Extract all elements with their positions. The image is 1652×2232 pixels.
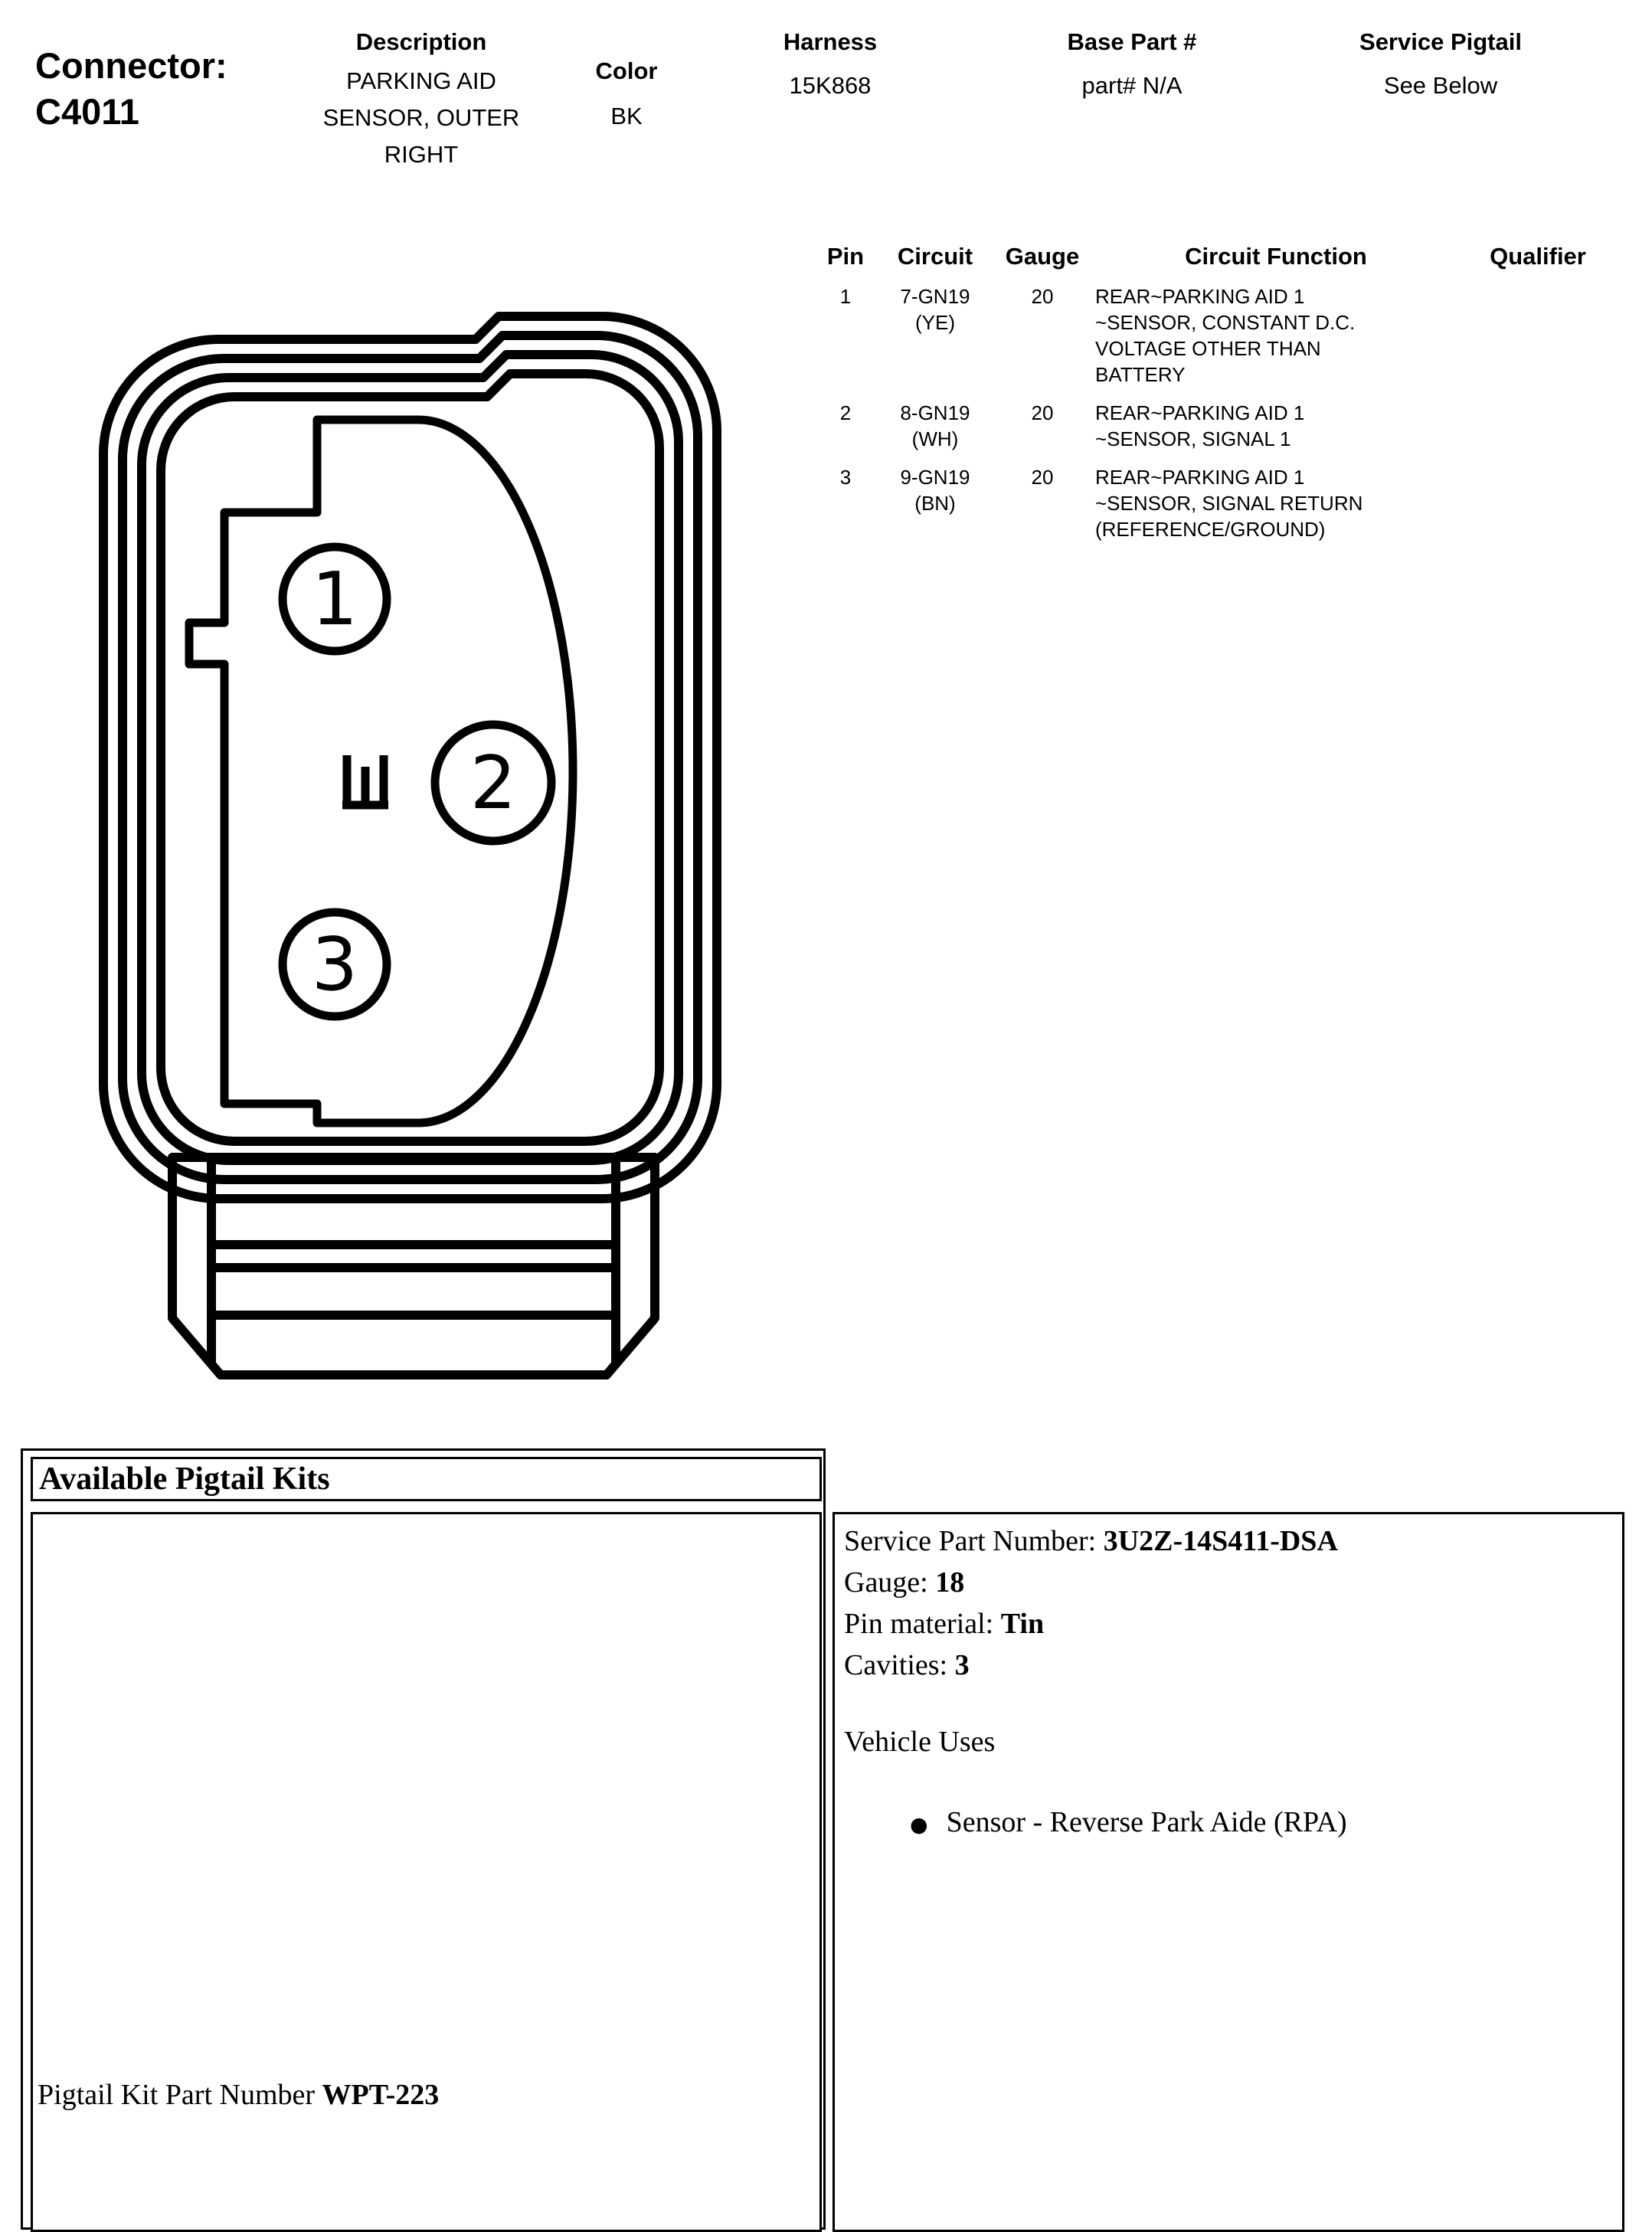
- pin-table: Pin Circuit Gauge Circuit Function Quali…: [813, 242, 1616, 542]
- gauge-line: Gauge: 18: [844, 1562, 1613, 1603]
- pigtail-kits-title: Available Pigtail Kits: [39, 1461, 330, 1497]
- pin-cell: 2: [839, 401, 852, 424]
- harness-value: 15K868: [789, 72, 872, 99]
- pigtail-kits-title-box: Available Pigtail Kits: [31, 1457, 822, 1501]
- description-header: Description: [355, 28, 487, 55]
- circuit-cell: 7-GN19 (YE): [900, 285, 970, 334]
- description-value: PARKING AID SENSOR, OUTER RIGHT: [322, 67, 520, 168]
- cavities-line: Cavities: 3: [844, 1645, 1613, 1686]
- function-cell: REAR~PARKING AID 1 ~SENSOR, CONSTANT D.C…: [1095, 285, 1356, 386]
- pigtail-kit-number: WPT-223: [322, 2079, 440, 2111]
- base-part-column: Base Part # part# N/A: [1032, 28, 1232, 104]
- gauge-cell: 20: [1031, 466, 1054, 489]
- connector-outline-1: [99, 312, 721, 1203]
- cavity-2-label: 2: [470, 741, 516, 826]
- gauge-value: 18: [935, 1566, 965, 1599]
- cavities-value: 3: [954, 1649, 970, 1681]
- vehicle-uses-title: Vehicle Uses: [844, 1726, 996, 1758]
- pin-material-label: Pin material:: [844, 1608, 1001, 1640]
- service-pigtail-column: Service Pigtail See Below: [1340, 28, 1541, 104]
- function-cell: REAR~PARKING AID 1 ~SENSOR, SIGNAL 1: [1095, 401, 1305, 450]
- pin-table-header-qualifier: Qualifier: [1490, 243, 1586, 270]
- gauge-label: Gauge:: [844, 1566, 936, 1599]
- pigtail-kit-number-line: Pigtail Kit Part Number WPT-223: [38, 2078, 439, 2112]
- service-pigtail-value: See Below: [1383, 72, 1498, 99]
- cavity-1-circle: [278, 542, 391, 656]
- pin-table-header-gauge: Gauge: [1005, 243, 1080, 270]
- connector-title: Connector: C4011: [35, 43, 227, 135]
- qualifier-cell: [1460, 283, 1616, 388]
- connector-outline-2: [118, 331, 702, 1184]
- base-part-value: part# N/A: [1081, 72, 1183, 99]
- connector-id: C4011: [35, 91, 139, 132]
- pigtail-kit-number-label: Pigtail Kit Part Number: [38, 2079, 322, 2111]
- cavity-3-circle: [278, 908, 391, 1021]
- service-part-number: 3U2Z-14S411-DSA: [1103, 1525, 1338, 1557]
- function-cell: REAR~PARKING AID 1 ~SENSOR, SIGNAL RETUR…: [1095, 466, 1363, 541]
- cavity-3-label: 3: [312, 923, 358, 1007]
- connector-face-diagram: 1 2 3: [99, 312, 721, 1379]
- connector-cavity-outline: [185, 415, 577, 1127]
- pin-table-header-function: Circuit Function: [1185, 243, 1367, 270]
- service-part-number-label: Service Part Number:: [844, 1525, 1104, 1557]
- cavities-label: Cavities:: [844, 1649, 955, 1681]
- gauge-cell: 20: [1031, 285, 1054, 308]
- pin-table-header-circuit: Circuit: [897, 243, 973, 270]
- vehicle-use-item: ● Sensor - Reverse Park Aide (RPA): [844, 1805, 1613, 1839]
- harness-header: Harness: [783, 28, 878, 55]
- circuit-cell: 9-GN19 (BN): [900, 466, 970, 515]
- service-part-number-line: Service Part Number: 3U2Z-14S411-DSA: [844, 1520, 1613, 1562]
- description-column: Description PARKING AID SENSOR, OUTER RI…: [291, 28, 551, 173]
- cavity-1-label: 1: [312, 558, 358, 642]
- color-column: Color BK: [581, 57, 672, 135]
- connector-label: Connector:: [35, 45, 227, 86]
- connector-base-outline: [168, 1153, 659, 1379]
- pin-table-header-pin: Pin: [826, 243, 865, 270]
- pin-cell: 1: [839, 285, 852, 308]
- qualifier-cell: [1460, 464, 1616, 542]
- base-part-header: Base Part #: [1067, 28, 1197, 55]
- color-header: Color: [595, 57, 658, 84]
- bullet-icon: ●: [910, 1813, 928, 1837]
- vehicle-use-text: Sensor - Reverse Park Aide (RPA): [946, 1806, 1347, 1838]
- connector-base: [168, 1153, 659, 1379]
- pin-material-line: Pin material: Tin: [844, 1603, 1613, 1645]
- qualifier-cell: [1460, 400, 1616, 452]
- service-part-box: Service Part Number: 3U2Z-14S411-DSA Gau…: [833, 1512, 1624, 2232]
- color-value: BK: [610, 103, 643, 129]
- cavity-2-circle: [430, 720, 556, 846]
- circuit-cell: 8-GN19 (WH): [900, 401, 970, 450]
- service-pigtail-header: Service Pigtail: [1359, 28, 1522, 55]
- keying-mark-icon: [342, 755, 388, 810]
- connector-outline-4: [156, 369, 664, 1146]
- gauge-cell: 20: [1031, 401, 1054, 424]
- pigtail-kits-body-box: Pigtail Kit Part Number WPT-223: [31, 1512, 822, 2232]
- harness-column: Harness 15K868: [754, 28, 907, 104]
- pin-material-value: Tin: [1000, 1608, 1045, 1640]
- pin-cell: 3: [839, 466, 852, 489]
